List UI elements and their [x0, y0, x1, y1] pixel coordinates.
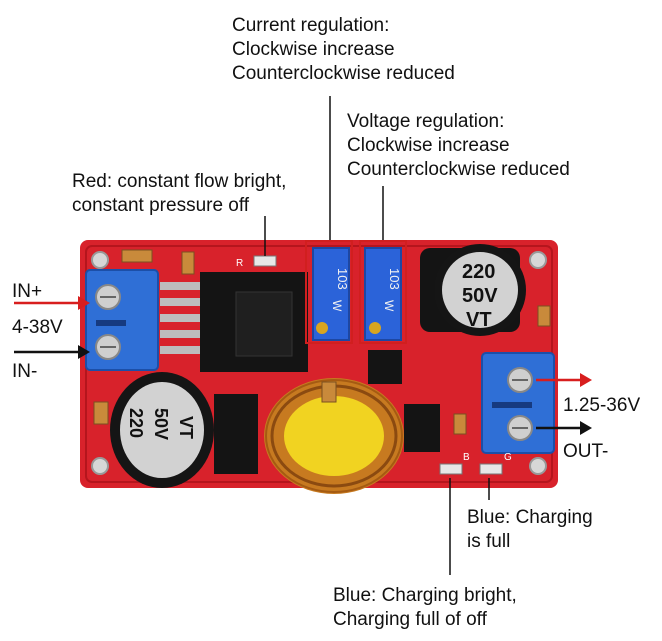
voltage-pot-sub: W — [382, 300, 396, 312]
in-minus-arrow — [14, 345, 90, 359]
current-regulation-title: Current regulation: — [232, 15, 390, 36]
voltage-regulation-title: Voltage regulation: — [347, 111, 505, 132]
red-led — [253, 255, 277, 267]
cap-top-series: VT — [466, 309, 492, 331]
silk-b: B — [463, 452, 470, 463]
voltage-pot-label: 103 — [387, 268, 402, 290]
toroid-inductor — [264, 378, 404, 494]
current-pot-label: 103 — [335, 268, 350, 290]
current-potentiometer: 103 W — [312, 247, 350, 341]
blue-full-line2: is full — [467, 531, 511, 552]
output-minus-label: OUT- — [563, 441, 609, 462]
cap-top-voltage: 50V — [462, 285, 498, 307]
red-led-line1: Red: constant flow bright, — [72, 171, 287, 192]
diode — [214, 394, 258, 474]
input-range-label: 4-38V — [12, 317, 63, 338]
current-regulation-line2: Counterclockwise reduced — [232, 63, 455, 84]
out-plus-arrow — [536, 373, 592, 387]
blue-charging-line1: Blue: Charging bright, — [333, 585, 517, 606]
out-minus-arrow — [536, 421, 592, 435]
silk-g: G — [504, 452, 512, 463]
blue-charging-line2: Charging full of off — [333, 609, 487, 630]
input-plus-label: IN+ — [12, 281, 43, 302]
output-terminal — [481, 352, 555, 454]
current-regulation-line1: Clockwise increase — [232, 39, 395, 60]
blue-full-line1: Blue: Charging — [467, 507, 593, 528]
current-pot-sub: W — [330, 300, 344, 312]
red-led-line2: constant pressure off — [72, 195, 250, 216]
cap-top-value: 220 — [462, 261, 495, 283]
voltage-pot-highlight — [359, 240, 407, 344]
cap-bottom-voltage: 50V — [151, 408, 171, 440]
capacitor-bottom: 220 50V VT — [110, 372, 214, 488]
blue-led-charging — [439, 463, 463, 475]
input-minus-label: IN- — [12, 361, 38, 382]
mounting-holes — [91, 251, 547, 475]
regulator-ic — [160, 272, 308, 372]
cap-bottom-value: 220 — [126, 408, 146, 438]
voltage-potentiometer: 103 W — [364, 247, 402, 341]
output-range-label: 1.25-36V — [563, 395, 641, 416]
mosfet — [368, 350, 402, 384]
smd-parts — [93, 249, 551, 435]
in-plus-arrow — [14, 296, 90, 310]
current-pot-highlight — [305, 240, 353, 344]
capacitor-top: 220 50V VT — [420, 244, 526, 336]
blue-led-full — [479, 463, 503, 475]
chip-right — [404, 404, 440, 452]
cap-bottom-series: VT — [176, 416, 196, 439]
silk-r: R — [236, 258, 243, 269]
leader-lines — [264, 96, 490, 575]
voltage-regulation-line2: Counterclockwise reduced — [347, 159, 570, 180]
voltage-regulation-line1: Clockwise increase — [347, 135, 510, 156]
input-terminal — [85, 269, 159, 371]
